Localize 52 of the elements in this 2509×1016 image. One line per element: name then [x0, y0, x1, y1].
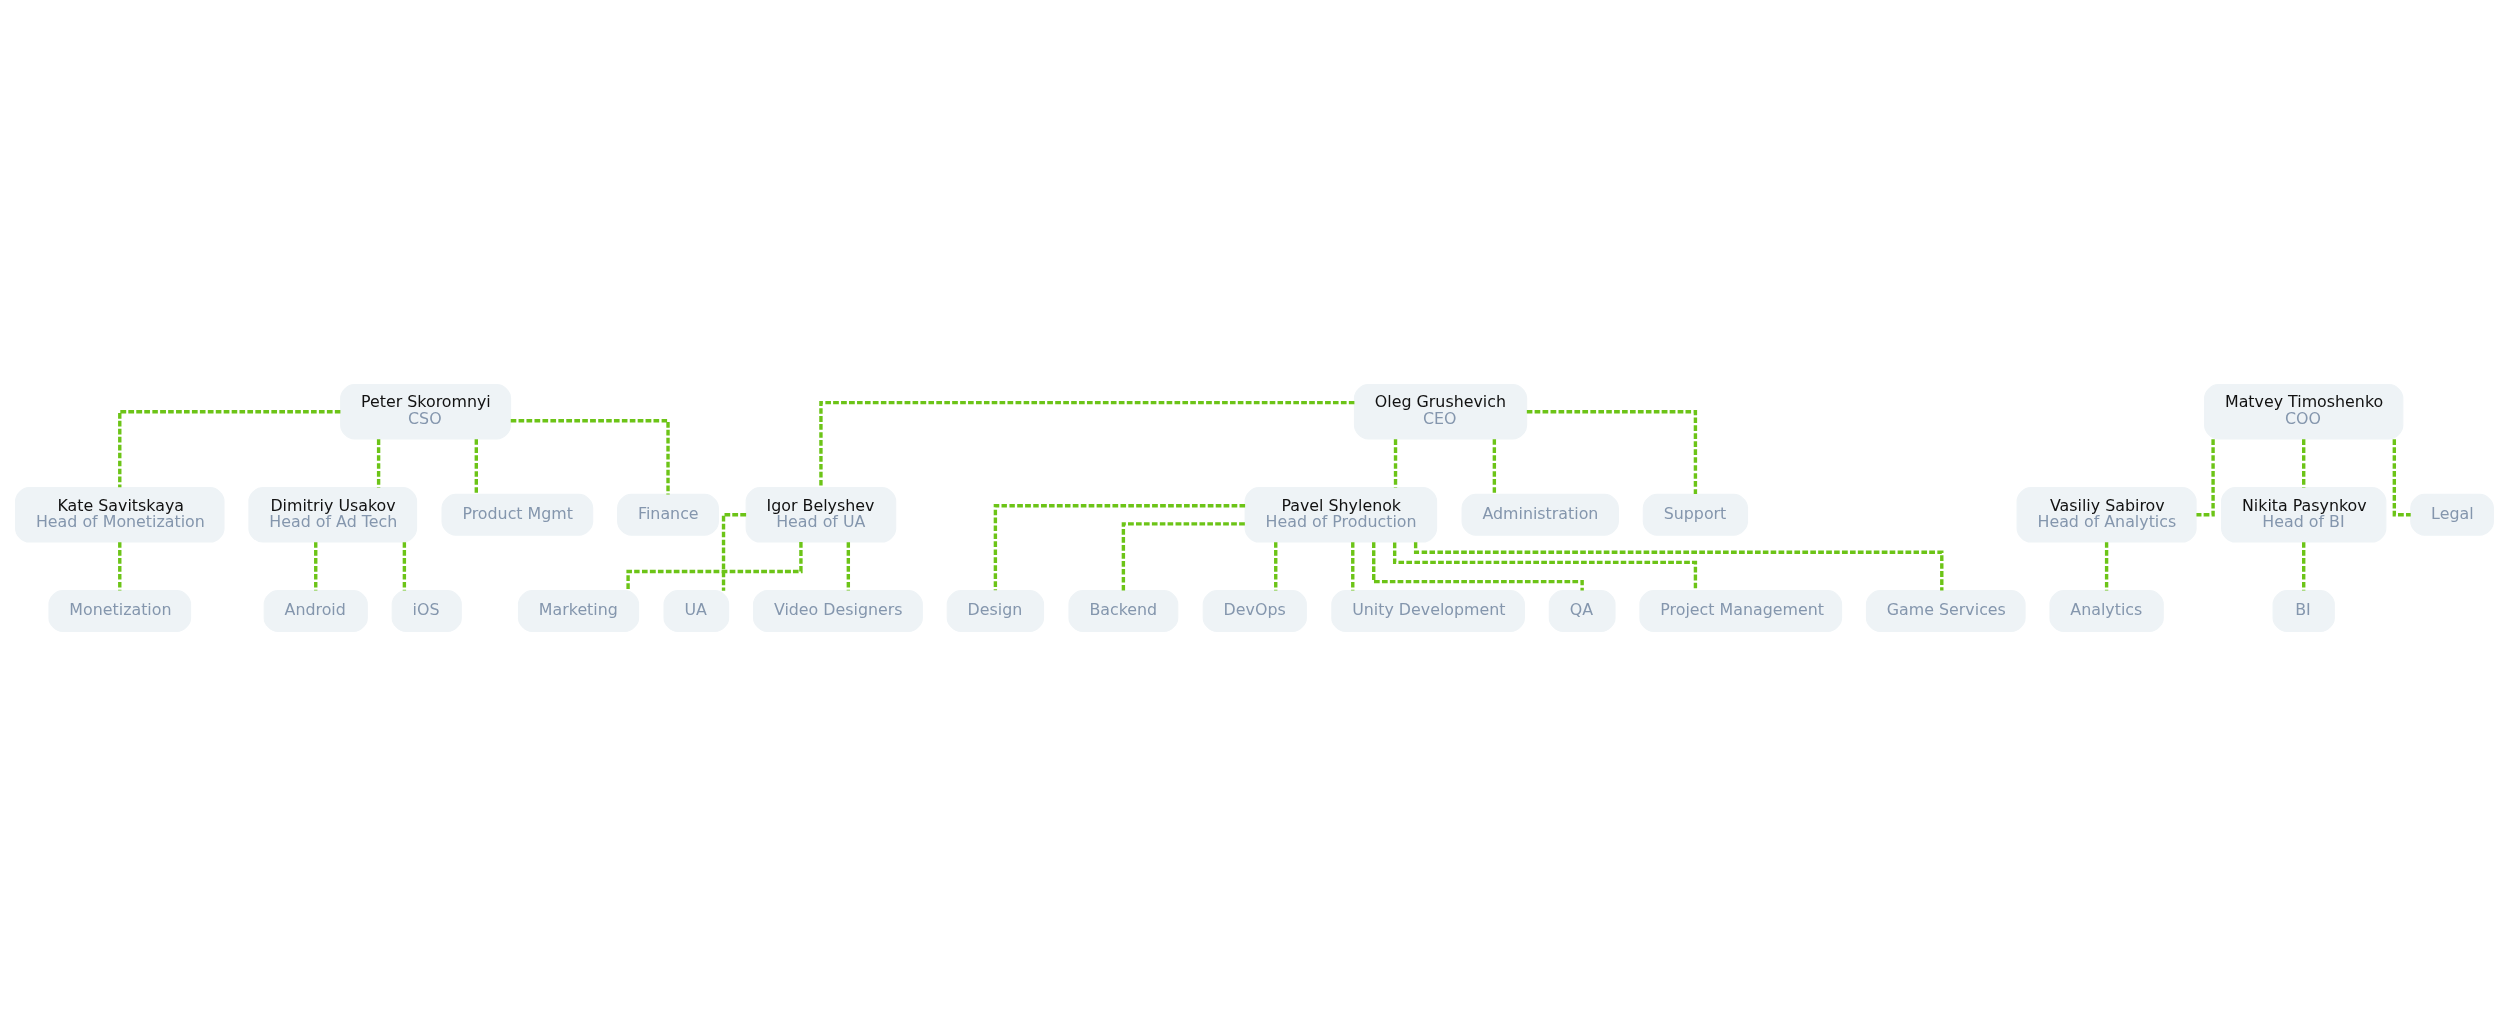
- connector: [819, 400, 1355, 488]
- node-box: Matvey Timoshenko COO: [2204, 383, 2404, 440]
- node-box: DevOps: [1202, 590, 1307, 633]
- connector: [402, 542, 407, 591]
- connector: [721, 513, 747, 591]
- connector: [1274, 542, 1278, 591]
- node-box: Finance: [617, 493, 719, 536]
- node-box: Vasiliy Sabirov Head of Analytics: [2016, 487, 2197, 543]
- node-box: Nikita Pasynkov Head of BI: [2221, 487, 2387, 543]
- connector: [314, 542, 318, 591]
- node-box: Video Designers: [752, 590, 923, 633]
- node-box: Pavel Shylenok Head of Production: [1244, 487, 1438, 543]
- connector: [1393, 542, 1698, 591]
- node-box: Legal: [2410, 493, 2494, 536]
- connector: [1492, 439, 1497, 495]
- connector: [2302, 542, 2306, 591]
- connector: [1526, 410, 1698, 494]
- node-box: Project Management: [1639, 590, 1843, 633]
- node-box: Android: [263, 590, 368, 633]
- connector: [474, 439, 478, 495]
- node-box: Monetization: [48, 590, 192, 633]
- node-box: Peter Skoromnyi CSO: [340, 383, 512, 440]
- connector: [2392, 439, 2411, 517]
- connector: [2196, 439, 2215, 517]
- node-box: Product Mgmt: [441, 493, 594, 536]
- connector: [376, 439, 381, 488]
- node-box: Backend: [1068, 590, 1179, 633]
- connector: [118, 542, 122, 591]
- connector: [1393, 439, 1398, 488]
- node-box: Kate Savitskaya Head of Monetization: [15, 487, 225, 543]
- node-box: Game Services: [1865, 590, 2026, 633]
- connector: [993, 504, 1246, 591]
- node-box: Design: [946, 590, 1045, 633]
- node-box: Dimitriy Usakov Head of Ad Tech: [248, 487, 418, 543]
- node-box: QA: [1548, 590, 1616, 633]
- node-box: Oleg Grushevich CEO: [1353, 383, 1528, 440]
- connector: [1351, 542, 1355, 591]
- node-box: Unity Development: [1331, 590, 1525, 633]
- node-box: Igor Belyshev Head of UA: [745, 487, 897, 543]
- node-box: Analytics: [2049, 590, 2164, 633]
- node-box: Administration: [1461, 493, 1619, 536]
- connector: [2104, 542, 2109, 591]
- connector: [118, 410, 341, 488]
- node-box: UA: [663, 590, 730, 633]
- connector: [846, 542, 851, 591]
- connector: [1121, 522, 1245, 591]
- node-box: BI: [2272, 590, 2335, 633]
- connector: [1372, 542, 1584, 591]
- node-box: Support: [1642, 493, 1749, 536]
- node-box: Marketing: [517, 590, 640, 633]
- connector: [2302, 439, 2306, 488]
- node-box: iOS: [391, 590, 462, 633]
